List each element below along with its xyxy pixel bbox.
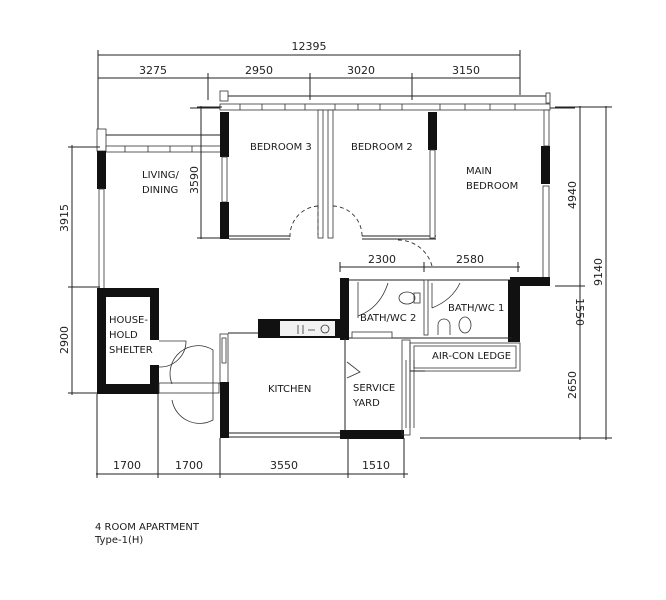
dim-top-total: 12395 [292, 40, 327, 53]
right-dimension-lines [420, 106, 612, 440]
label-house: HOUSE- [109, 315, 148, 326]
label-hold: HOLD [109, 330, 138, 341]
dim-top-2: 2950 [245, 64, 273, 77]
label-shelter: SHELTER [109, 345, 153, 356]
label-kitchen: KITCHEN [268, 384, 311, 395]
main-bedroom-walls [397, 109, 550, 286]
dim-top-3: 3020 [347, 64, 375, 77]
label-bedroom3: BEDROOM 3 [250, 142, 312, 153]
label-main-bedroom: BEDROOM [466, 181, 518, 192]
dim-right-total: 9140 [592, 258, 605, 286]
dim-right-4940: 4940 [566, 181, 579, 209]
left-dimension-lines [68, 145, 100, 395]
label-yard: YARD [352, 398, 380, 409]
dim-top-1: 3275 [139, 64, 167, 77]
top-dimension-lines [97, 50, 521, 145]
dim-bottom-1: 1700 [113, 459, 141, 472]
label-living: LIVING/ [142, 170, 180, 181]
bedroom3-height-dim [197, 106, 222, 239]
window-strip-top [190, 90, 575, 111]
dim-bottom-3: 3550 [270, 459, 298, 472]
dim-left-shelter: 2900 [58, 326, 71, 354]
dim-bottom-4: 1510 [362, 459, 390, 472]
dim-bedroom3: 3590 [188, 166, 201, 194]
label-bath2: BATH/WC 2 [360, 313, 416, 324]
bedroom3-walls [220, 109, 324, 240]
dim-right-2650: 2650 [566, 371, 579, 399]
bottom-dimension-lines [96, 394, 408, 478]
service-yard-walls [340, 338, 425, 439]
dim-bottom-2: 1700 [175, 459, 203, 472]
label-bath1: BATH/WC 1 [448, 303, 504, 314]
label-aircon: AIR-CON LEDGE [432, 351, 511, 362]
bath-dimension-lines [339, 262, 520, 272]
plan-title: 4 ROOM APARTMENT [95, 522, 199, 533]
label-service: SERVICE [353, 383, 395, 394]
dim-right-1550: 1550 [573, 298, 586, 326]
living-dining-walls [96, 128, 223, 290]
dim-left-living: 3915 [58, 204, 71, 232]
plan-subtitle: Type-1(H) [95, 535, 144, 546]
shelter-walls [97, 288, 220, 424]
dim-bath1: 2580 [456, 253, 484, 266]
label-bedroom2: BEDROOM 2 [351, 142, 413, 153]
dim-bath2: 2300 [368, 253, 396, 266]
label-dining: DINING [142, 185, 178, 196]
kitchen-walls [219, 319, 344, 438]
dim-top-4: 3150 [452, 64, 480, 77]
bedroom2-walls [327, 109, 437, 240]
label-main: MAIN [466, 166, 492, 177]
bath-walls [340, 278, 520, 342]
